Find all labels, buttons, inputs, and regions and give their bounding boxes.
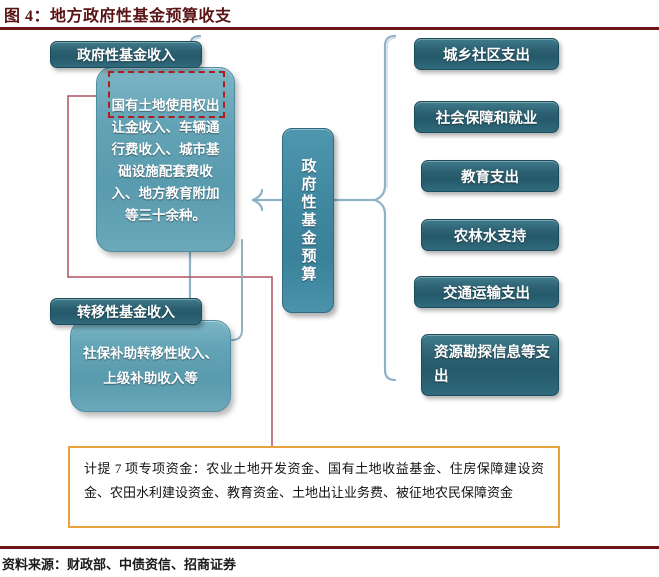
note-special-funds: 计提 7 项专项资金：农业土地开发资金、国有土地收益基金、住房保障建设资金、农田…	[68, 446, 560, 528]
node-expenditure-resource-exploration-information[interactable]: 资源勘探信息等支出	[421, 334, 559, 396]
source-note: 资料来源：财政部、中债资信、招商证券	[2, 557, 237, 572]
center-box-label: 政府性基金预算	[299, 157, 317, 284]
node-transfer-fund-income-detail[interactable]: 社保补助转移性收入、上级补助收入等	[70, 320, 231, 412]
node-expenditure-agriculture-forestry-water[interactable]: 农林水支持	[421, 219, 559, 251]
footer-divider	[0, 546, 659, 549]
node-government-fund-budget[interactable]: 政府性基金预算	[282, 128, 334, 313]
node-expenditure-urban-rural-community[interactable]: 城乡社区支出	[414, 38, 559, 70]
page-title: 图 4：地方政府性基金预算收支	[4, 8, 232, 25]
node-expenditure-transportation[interactable]: 交通运输支出	[414, 276, 559, 308]
title-divider	[0, 27, 659, 30]
node-expenditure-social-security-employment[interactable]: 社会保障和就业	[414, 101, 559, 133]
highlight-land-transfer-income	[108, 71, 225, 118]
node-expenditure-education[interactable]: 教育支出	[421, 160, 559, 192]
node-transfer-fund-income-header[interactable]: 转移性基金收入	[50, 298, 202, 325]
node-government-fund-income-header[interactable]: 政府性基金收入	[50, 41, 202, 68]
